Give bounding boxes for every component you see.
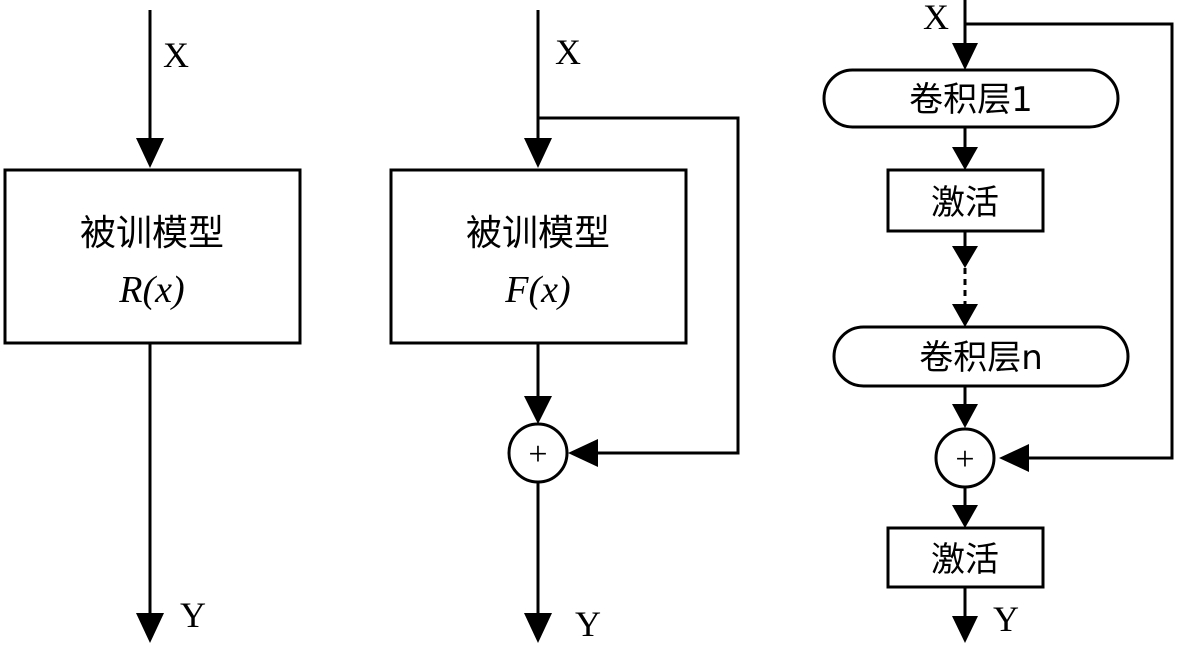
- model-box: [3, 168, 302, 345]
- conv-layer-1: [822, 68, 1120, 129]
- input-label: X: [923, 0, 949, 37]
- activation-2-label: 激活: [931, 540, 999, 580]
- skip-arrowhead: [999, 444, 1029, 472]
- output-arrowhead: [524, 613, 552, 643]
- skip-arrowhead: [568, 439, 598, 467]
- model-box: [389, 168, 688, 345]
- activation-2: [886, 526, 1045, 589]
- model-function: R(x): [118, 269, 184, 311]
- dash-to-convn-arrowhead: [952, 304, 978, 327]
- model-title: 被训模型: [466, 213, 610, 254]
- sum-symbol: +: [955, 441, 974, 478]
- input-arrowhead: [952, 43, 978, 70]
- convn-to-sum-arrowhead: [952, 404, 978, 428]
- conv-layer-n-label: 卷积层n: [919, 338, 1043, 378]
- skip-connection: [965, 22, 1174, 460]
- residual-model-diagram: X 被训模型 F(x) + Y: [389, 10, 740, 644]
- input-label: X: [555, 32, 581, 72]
- act-to-dash-arrowhead: [952, 246, 978, 268]
- skip-connection: [538, 116, 740, 455]
- detailed-residual-diagram: X 卷积层1 激活 卷积层n + 激活 Y: [822, 0, 1174, 643]
- input-arrowhead: [524, 138, 552, 168]
- conv-layer-n: [832, 325, 1130, 388]
- output-label: Y: [993, 599, 1019, 639]
- activation-1-label: 激活: [931, 183, 999, 223]
- plain-model-diagram: X 被训模型 R(x) Y: [3, 10, 302, 643]
- conv1-to-act-arrowhead: [952, 147, 978, 170]
- output-arrowhead: [136, 613, 164, 643]
- model-title: 被训模型: [80, 213, 224, 254]
- input-label: X: [163, 35, 189, 75]
- conv-layer-1-label: 卷积层1: [909, 80, 1033, 120]
- output-label: Y: [180, 595, 206, 635]
- input-arrowhead: [136, 138, 164, 168]
- output-arrowhead: [952, 616, 978, 643]
- sum-to-act-arrowhead: [952, 505, 978, 528]
- output-label: Y: [575, 604, 601, 644]
- model-function: F(x): [504, 269, 570, 311]
- model-to-sum-arrowhead: [524, 396, 552, 424]
- activation-1: [886, 168, 1045, 233]
- sum-symbol: +: [528, 436, 547, 473]
